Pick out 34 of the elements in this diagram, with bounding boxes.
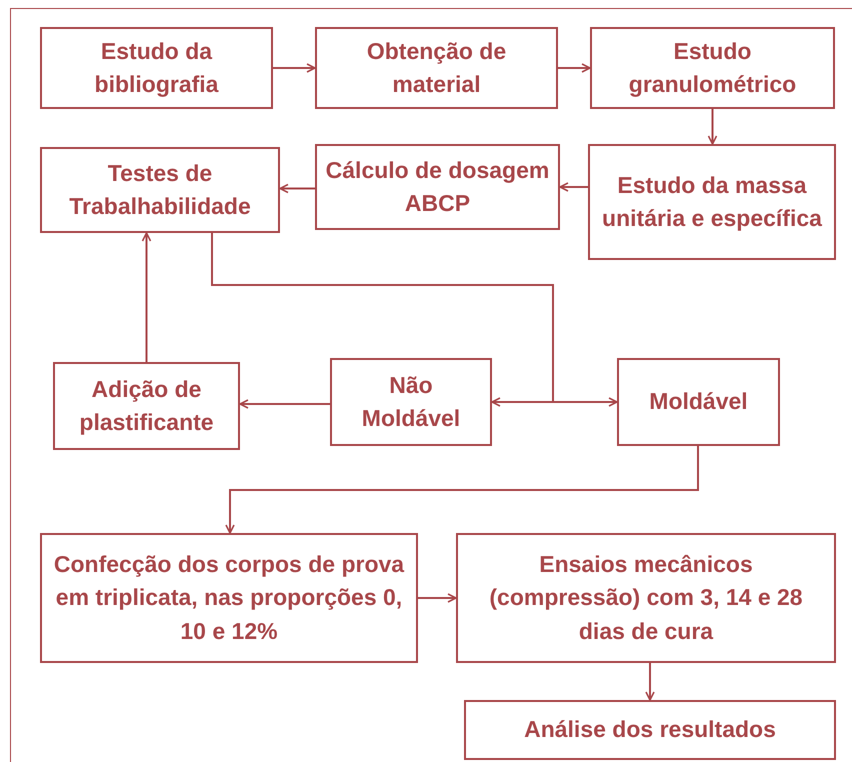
arrow: [142, 232, 152, 362]
box-label: Análise dos resultados: [524, 715, 776, 744]
process-box: [590, 27, 835, 109]
box-label: Obtenção de material: [366, 36, 508, 99]
box-label: Ensaios mecânicos (compressão) com 3, 14 e 28 dias de cura: [488, 550, 804, 646]
arrow: [239, 399, 330, 409]
process-box: [330, 358, 492, 446]
box-label: Estudo da massa unitária e específica: [601, 170, 823, 233]
process-box: [617, 358, 780, 446]
arrow: [273, 63, 316, 73]
arrow: [558, 63, 591, 73]
box-label: Não Moldável: [360, 370, 462, 433]
box-label: Estudo da bibliografia: [94, 36, 220, 99]
process-box: [315, 144, 560, 230]
process-box: [588, 144, 836, 260]
box-label: Estudo granulométrico: [628, 36, 798, 99]
arrow: [708, 109, 718, 145]
process-box: [464, 700, 836, 760]
box-label: Confecção dos corpos de prova em triplicata, nas proporções 0, 10 e 12%: [52, 550, 406, 646]
process-box: [40, 533, 418, 663]
process-box: [40, 147, 280, 233]
process-box: [456, 533, 836, 663]
process-box: [53, 362, 240, 450]
box-label: Adição de plastificante: [78, 374, 215, 437]
process-box: [315, 27, 558, 109]
box-label: Testes de Trabalhabilidade: [68, 158, 252, 221]
arrow: [279, 184, 315, 194]
box-label: Cálculo de dosagem ABCP: [324, 156, 550, 218]
arrow: [559, 182, 588, 192]
box-label: Moldável: [649, 387, 748, 416]
arrow: [645, 663, 655, 701]
arrow: [418, 593, 457, 603]
process-box: [40, 27, 273, 109]
arrow: [225, 446, 699, 534]
